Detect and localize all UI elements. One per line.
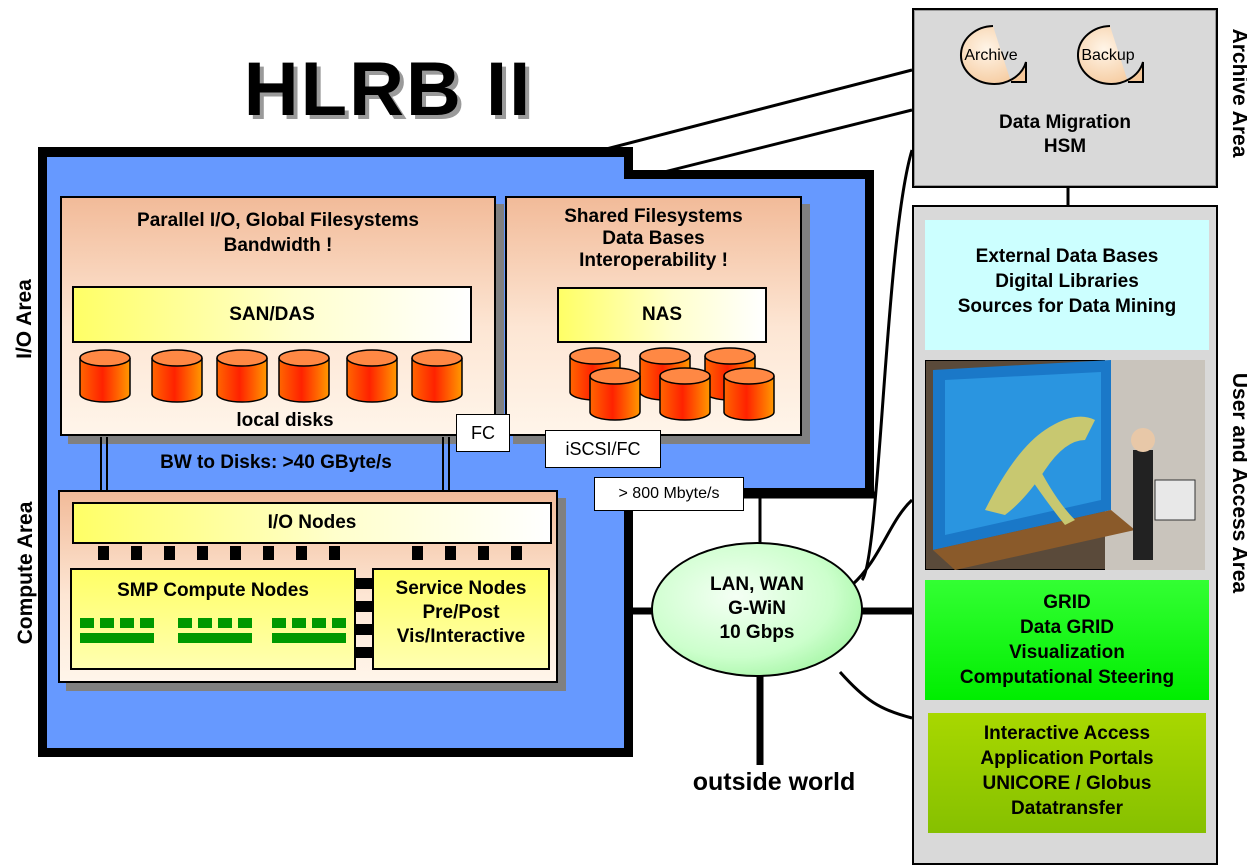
ext-line2: Digital Libraries [995, 271, 1139, 292]
disk-cylinder-icon [278, 349, 330, 403]
node-pin [197, 546, 208, 560]
tape-reels [959, 25, 1144, 85]
tape-reel-icon [959, 25, 1027, 85]
node-pin [412, 546, 423, 560]
network-line1: LAN, WAN [710, 574, 804, 595]
node-pin [356, 578, 372, 589]
node-pin [511, 546, 522, 560]
fc-label: FC [456, 414, 510, 452]
node-pin [356, 647, 372, 658]
node-pin [98, 546, 109, 560]
page-title: HLRB II [243, 47, 533, 132]
grid-line1: GRID [1043, 592, 1091, 613]
node-pin [329, 546, 340, 560]
node-pin [356, 601, 372, 612]
iscsi-fc-label: iSCSI/FC [545, 430, 661, 468]
node-pin [230, 546, 241, 560]
grid-line4: Computational Steering [959, 667, 1175, 688]
nas-bar: NAS [557, 287, 767, 343]
link-network-vr [851, 498, 914, 587]
parallel-io-title: Parallel I/O, Global Filesystems [137, 210, 419, 231]
service-vis-label: Vis/Interactive [396, 626, 526, 647]
visualization-photo [925, 360, 1205, 570]
node-pin [445, 546, 456, 560]
archive-tape-label: Archive [964, 47, 1018, 64]
node-pin [263, 546, 274, 560]
disk-cylinder-icon [659, 367, 711, 421]
io-area-label: I/O Area [13, 279, 36, 359]
disk-connector-left [100, 437, 108, 491]
ia-line3: UNICORE / Globus [982, 773, 1152, 794]
interactive-access-box: Interactive Access Application Portals U… [928, 713, 1206, 833]
node-pin [478, 546, 489, 560]
node-pin [164, 546, 175, 560]
data-migration-label: Data Migration [999, 112, 1131, 133]
parallel-io-subtitle: Bandwidth ! [223, 235, 333, 256]
external-databases-box: External Data Bases Digital Libraries So… [925, 220, 1209, 350]
shared-fs-line3: Interoperability ! [579, 250, 728, 271]
network-lan-wan[interactable]: LAN, WAN G-WiN 10 Gbps [651, 542, 863, 677]
local-disks-label: local disks [236, 410, 334, 431]
node-pin [356, 624, 372, 635]
node-block-icon [80, 618, 346, 643]
smp-compute-nodes-box: SMP Compute Nodes [70, 568, 356, 670]
grid-line2: Data GRID [1020, 617, 1114, 638]
backup-tape-label: Backup [1081, 47, 1135, 64]
ia-line4: Datatransfer [1011, 798, 1123, 819]
ia-line2: Application Portals [980, 748, 1154, 769]
archive-area-label: Archive Area [1228, 28, 1247, 158]
throughput-label: > 800 Mbyte/s [594, 477, 744, 511]
disk-array [79, 347, 775, 421]
ext-line3: Sources for Data Mining [957, 296, 1177, 317]
outside-world-label: outside world [692, 768, 856, 796]
ext-line1: External Data Bases [975, 246, 1159, 267]
io-nodes-bar: I/O Nodes [72, 502, 552, 544]
tape-reel-icon [1076, 25, 1144, 85]
disk-cylinder-icon [346, 349, 398, 403]
service-nodes-label: Service Nodes [395, 578, 527, 599]
hsm-label: HSM [1043, 136, 1087, 157]
node-pin [131, 546, 142, 560]
disk-cylinder-icon [216, 349, 268, 403]
archive-panel [912, 8, 1218, 188]
network-line3: 10 Gbps [719, 622, 795, 643]
user-access-area-label: User and Access Area [1228, 372, 1247, 594]
service-prepost-label: Pre/Post [422, 602, 500, 623]
compute-node-blocks [80, 618, 346, 643]
disk-cylinder-icon [589, 367, 641, 421]
disk-cylinder-icon [151, 349, 203, 403]
disk-cylinder-icon [411, 349, 463, 403]
network-line2: G-WiN [728, 598, 786, 619]
node-pin [296, 546, 307, 560]
bw-disks-label: BW to Disks: >40 GByte/s [118, 448, 434, 478]
shared-fs-line1: Shared Filesystems [564, 206, 743, 227]
grid-line3: Visualization [1009, 642, 1125, 663]
service-nodes-box: Service Nodes Pre/Post Vis/Interactive [372, 568, 550, 670]
link-network-access [838, 671, 913, 720]
ia-line1: Interactive Access [983, 723, 1151, 744]
disk-cylinder-icon [79, 349, 131, 403]
san-das-bar: SAN/DAS [72, 286, 472, 343]
disk-cylinder-icon [723, 367, 775, 421]
disk-connector-right [442, 437, 450, 491]
link-network-archive [860, 149, 914, 581]
shared-fs-line2: Data Bases [602, 228, 705, 249]
smp-compute-label: SMP Compute Nodes [117, 580, 309, 601]
grid-box: GRID Data GRID Visualization Computation… [925, 580, 1209, 700]
compute-area-label: Compute Area [14, 501, 37, 645]
